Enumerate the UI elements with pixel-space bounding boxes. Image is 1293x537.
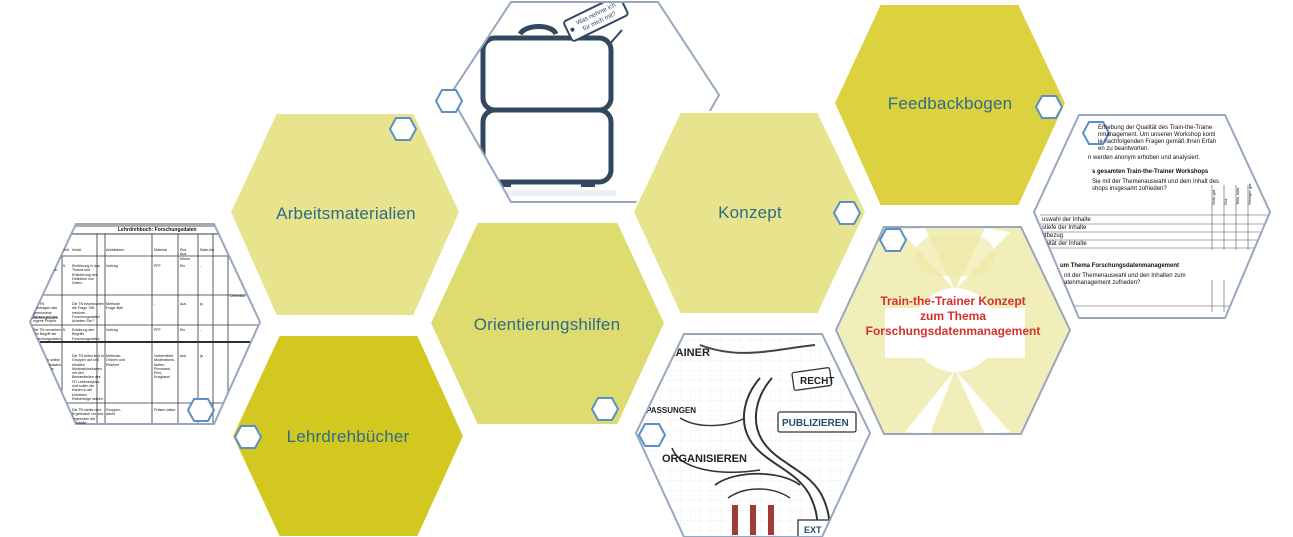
lehrdrehbuch-side-label: Forschungsdaten [30,316,58,320]
feedback-column-header: Teils, teils [1235,187,1240,205]
lehrdrehbuch-cell: PPT [154,264,161,268]
orientierungshilfen-label: Orientierungshilfen [473,315,621,334]
hexagon-connector-icon [878,228,908,252]
lehrdrehbuch-cell: - [200,328,202,332]
lehrdrehbuch-cell: Vorbereitete Moderations-karten, Pinnwan… [154,354,175,380]
feedback-intro-line: nmanagement. Um unseren Workshop konti [1098,132,1216,138]
lehrdrehbuch-cell: - [154,302,156,306]
feedback-row-label: stiefe der Inhalte [1042,225,1087,231]
lehrdrehbuch-cell: 5 [63,328,65,332]
feedback-column-header: Weniger gut [1247,183,1252,206]
sketch-word-trainer: E-TRAINER [650,347,710,359]
konzept-label: Konzept [718,203,782,222]
lehrdrehbuch-cell: ja [200,354,203,358]
sketch-word-organisieren: ORGANISIEREN [662,453,747,465]
lehrdrehbuch-document-tile [28,223,262,425]
lehrdrehbuch-side-label: Überblick [230,294,245,298]
feedback-row-label: uswahl der Inhalte [1042,217,1091,223]
lehrdrehbuch-cell: Aus [180,302,187,306]
lehrdrehbuch-header-cell: Einf. Aus-führen [180,248,191,261]
feedback-question: atenmanagement zufrieden? [1064,280,1141,286]
concept-title-line-3: Forschungsdatenmanagement [865,324,1041,338]
hexagon-connector-icon [434,89,464,113]
konzept-hexagon[interactable] [631,111,868,315]
lehrdrehbuch-title: Lehrdrehbuch: Forschungsdaten [118,227,197,233]
feedback-intro-line: ie nachfolgenden Fragen gemäß Ihren Erfa… [1098,139,1217,145]
feedback-question: shops insgesamt zufrieden? [1092,186,1167,192]
lehrdrehbuch-cell: 5 [63,264,65,268]
hexagon-connector-icon [186,398,216,422]
lehrdrehbuch-header-cell: Arbeitsform [106,248,125,252]
hexagon-connector-icon [388,117,418,141]
feedback-heading: s gesamten Train-the-Trainer Workshops [1092,169,1209,175]
lehrdrehbuch-cell: Vortrag [106,328,118,332]
hexagon-connector-icon [1081,121,1111,145]
concept-cover-tile [834,226,1072,435]
feedback-column-header: Sehr gut [1211,189,1216,205]
lehrdrehbuch-header-cell: Zeit [63,248,69,252]
hexagon-connector-icon [233,425,263,449]
sketch-word-recht: RECHT [800,376,834,387]
feedback-document-tile [1032,114,1272,319]
feedback-question: nit der Themenauswahl und den Inhalten z… [1064,273,1186,279]
lehrdrehbuch-cell: Ein [180,264,186,268]
concept-title-line-1: Train-the-Trainer Konzept [880,294,1026,308]
lehrdrehbuch-header-cell: Mate-rial [200,248,214,252]
feedback-heading: um Thema Forschungsdatenmanagement [1060,263,1180,269]
concept-title-line-2: zum Thema [919,309,986,323]
feedback-column-header: Gut [1223,198,1228,205]
feedbackbogen-label: Feedbackbogen [887,94,1013,113]
lehrdrehbuch-cell: Die TN stellen ihre Ergebnisse vor und b… [72,408,103,424]
suitcase-image-tile: Was nehme ich für mich mit? [448,1,721,203]
lehrdrehbuch-cell: Gruppen-arbeit [106,408,122,417]
arbeitsmaterialien-hexagon[interactable] [228,112,462,317]
lehrdrehbuch-cell: Die TN verstehen den Begriff der Forschu… [33,328,62,341]
arbeitsmaterialien-label: Arbeitsmaterialien [276,204,416,223]
hexagon-connector-icon [1034,95,1064,119]
lehrdrehbuch-header-cell: Inhalt [72,248,81,252]
lehrdrehbuch-cell: - [200,264,202,268]
concept-title: Train-the-Trainer Konzept zum Thema Fors… [855,294,1051,339]
feedbackbogen-hexagon[interactable] [832,3,1068,207]
lehrdrehbuch-cell: Methode: Ordnen und Reichen [106,354,125,367]
hexagon-connector-icon [832,201,862,225]
lehrdrehbuch-cell: Aus [180,354,187,358]
lehrdrehbuch-cell: Vortrag [106,264,118,268]
lehrdrehbuch-cell: Ein [180,328,186,332]
lehrdrehbuch-header-cell: Material [154,248,167,252]
lehrdrehbuch-cell: Erklärung des Begriffs Forschungsdaten [72,328,100,341]
lehrdrehbuch-cell: Die TN übertragen das gewonnene Wissen a… [33,302,58,324]
feedback-row-label: onität der Inhalte [1042,241,1087,247]
sketch-word-anpassungen: PASSUNGEN [646,406,696,415]
sketch-word-publizieren: PUBLIZIEREN [782,418,849,429]
feedback-intro-line: Erhebung der Qualität des Train-the-Trai… [1098,125,1213,131]
feedback-row-label: ktbezug [1042,233,1064,239]
lehrdrehbuecher-label: Lehrdrehbücher [286,427,410,446]
sketch-word-ext: EXT [804,525,822,535]
feedback-intro-line: n werden anonym erhoben und analysiert. [1088,155,1201,161]
orientierungshilfen-hexagon[interactable] [428,221,667,426]
lehrdrehbuch-cell: PPT [154,328,161,332]
feedback-document-text: Erhebung der Qualität des Train-the-Trai… [1034,115,1270,318]
feedback-intro-line: en zu beantworten. [1098,146,1150,152]
lehrdrehbuch-cell: Die TN beantworten die Frage "Mit welche… [72,302,104,324]
lehrdrehbuecher-hexagon[interactable] [230,334,466,537]
hexagon-connector-icon [637,423,667,447]
hexagon-connector-icon [590,397,620,421]
lehrdrehbuch-cell: Einführung in das Thema und Erläuterung … [72,264,100,286]
sketchnote-tile: E-TRAINER RECHT PASSUNGEN PUBLIZIEREN OR… [634,333,872,537]
lehrdrehbuch-cell: Methode Frage-Ball [106,302,123,311]
lehrdrehbuch-cell: Präsen-tation [154,408,176,412]
lehrdrehbuch-cell: Die TN teilen sich in Gruppen auf und er… [72,354,104,401]
lehrdrehbuch-cell: ja [200,302,203,306]
feedback-question: Sie mit der Themenauswahl und dem Inhalt… [1092,179,1219,185]
